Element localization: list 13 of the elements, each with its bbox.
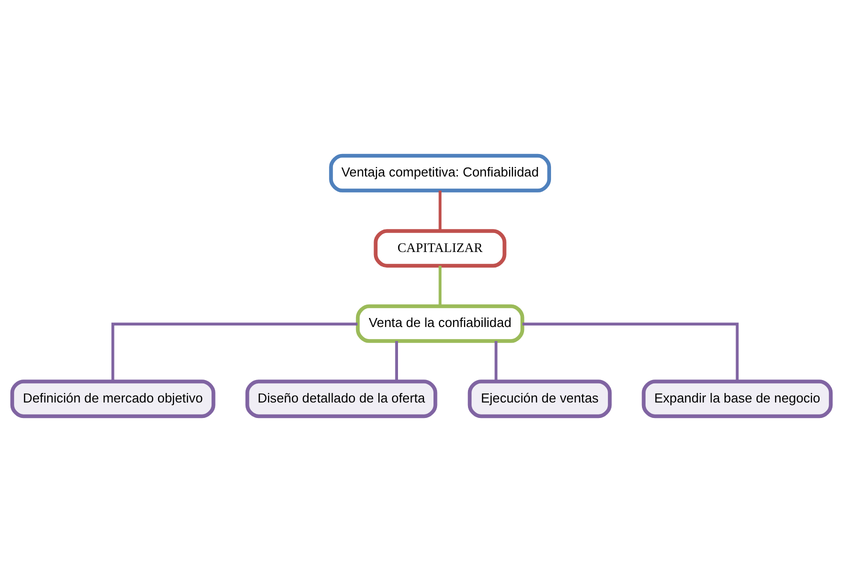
- connector: [522, 322, 739, 381]
- node-box: Definición de mercado objetivo: [10, 379, 216, 418]
- connector: [111, 322, 358, 381]
- connector: [438, 190, 442, 230]
- node-box: Expandir la base de negocio: [642, 379, 833, 418]
- node-box: Ventaja competitiva: Confiabilidad: [329, 153, 552, 192]
- node-box: Diseño detallado de la oferta: [245, 379, 438, 418]
- node-box: Venta de la confiabilidad: [356, 304, 524, 342]
- node-box: Ejecución de ventas: [468, 379, 612, 418]
- connector: [494, 340, 498, 381]
- connector: [395, 340, 398, 381]
- connector: [438, 265, 442, 306]
- node-box: CAPITALIZAR: [374, 228, 506, 268]
